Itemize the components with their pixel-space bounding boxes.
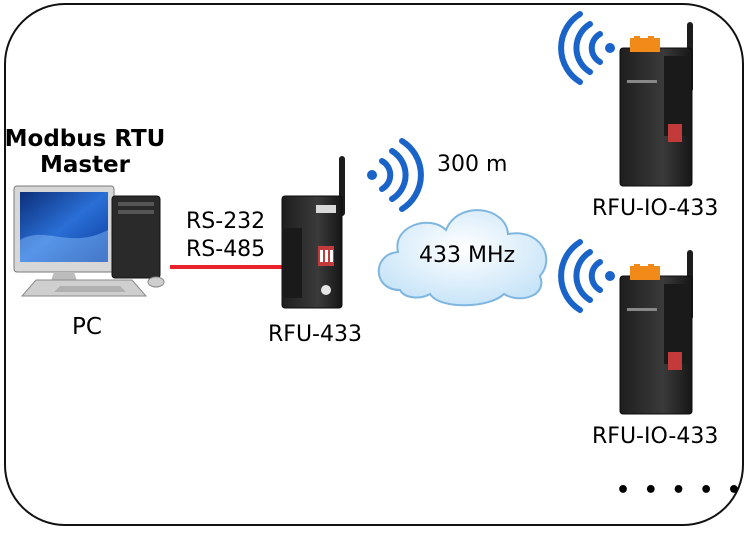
rfu-io-433-device-icon — [619, 250, 693, 415]
wifi-signal-icon — [367, 138, 424, 212]
link-label-rs232: RS-232 — [186, 209, 266, 234]
master-label-line-1: Modbus RTU — [4, 126, 166, 152]
wifi-signal-icon — [558, 11, 615, 85]
more-devices-indicator: • • • • • • — [616, 478, 750, 503]
remote-io-label: RFU-IO-433 — [592, 424, 719, 449]
rfu-433-device-icon — [281, 156, 345, 309]
range-label: 300 m — [437, 152, 508, 177]
rfu-io-433-device-icon — [619, 22, 693, 187]
pc-label: PC — [72, 314, 102, 340]
gateway-label: RFU-433 — [268, 322, 362, 347]
diagram-frame — [4, 3, 744, 526]
link-labels: RS-232 RS-485 — [186, 208, 265, 264]
desktop-computer-icon — [13, 185, 165, 297]
link-label-rs485: RS-485 — [186, 237, 266, 262]
remote-io-label: RFU-IO-433 — [592, 196, 719, 221]
master-label-line-2: Master — [39, 152, 131, 178]
frequency-label: 433 MHz — [419, 243, 516, 268]
cloud-icon — [377, 209, 548, 307]
master-label: Modbus RTU Master — [0, 126, 170, 178]
wifi-signal-icon — [558, 239, 615, 313]
